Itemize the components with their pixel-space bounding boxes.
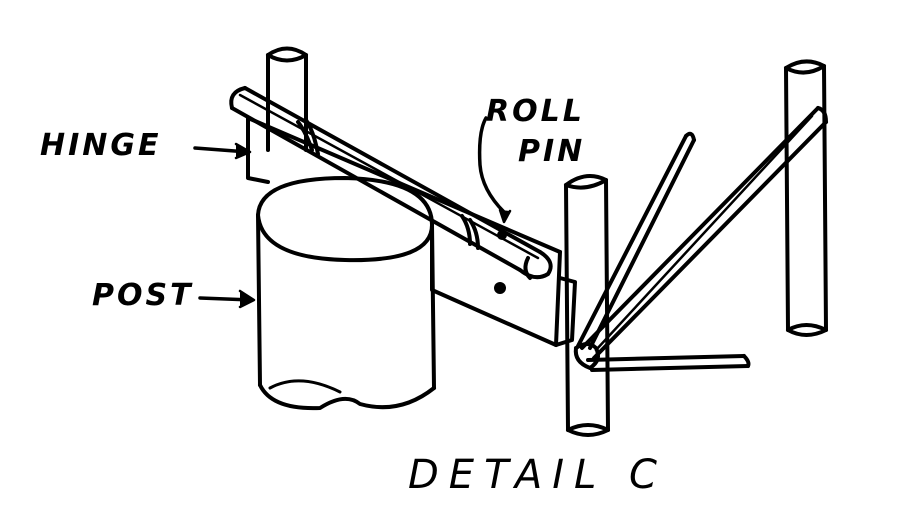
- roll-pin: [477, 116, 512, 294]
- gate-post: [564, 174, 610, 437]
- detail-caption: DETAIL C: [408, 452, 667, 498]
- leader-arrows: [193, 142, 256, 309]
- pin-label: PIN: [518, 134, 586, 169]
- round-post: [256, 176, 436, 411]
- hinge-barrel: [229, 86, 553, 280]
- post-label: POST: [92, 278, 194, 313]
- hinge-label: HINGE: [40, 128, 162, 163]
- roll-label: ROLL: [486, 94, 585, 129]
- gate-rails: [573, 106, 828, 372]
- far-post: [784, 59, 828, 337]
